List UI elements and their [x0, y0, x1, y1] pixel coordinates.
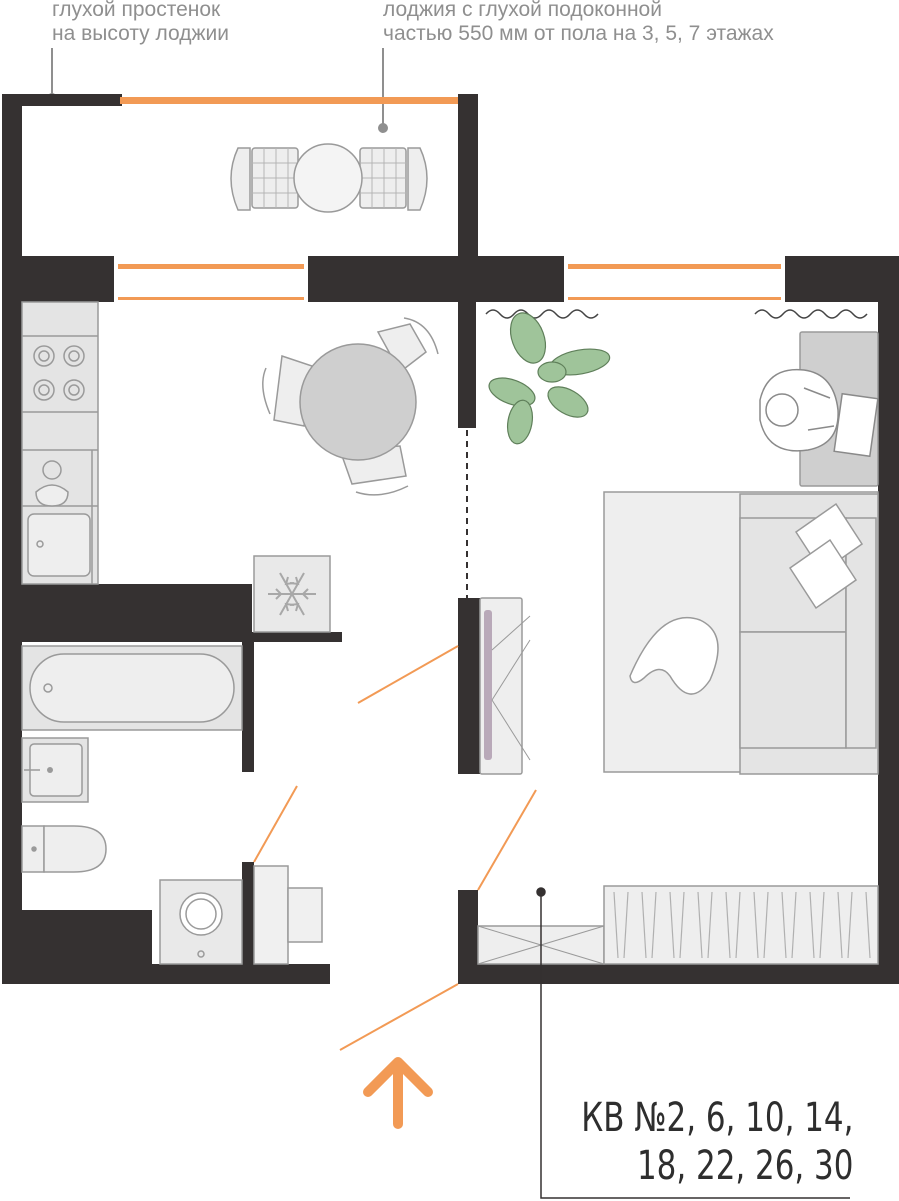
curtains	[485, 309, 868, 319]
stove-burners	[33, 345, 85, 401]
desk-area	[759, 331, 879, 487]
washing-machine	[159, 879, 243, 965]
toilet	[21, 825, 107, 873]
loggia	[2, 94, 478, 264]
plant-icon	[488, 312, 611, 445]
apartment-numbers: КВ №2, 6, 10, 14, 18, 22, 26, 30	[581, 1094, 853, 1190]
loggia-furniture	[230, 143, 428, 213]
hall-cabinet	[253, 865, 323, 965]
bed	[603, 491, 879, 775]
bathtub	[21, 645, 243, 731]
loggia-note: лоджия с глухой подоконной частью 550 мм…	[383, 0, 774, 46]
blind-pier-note-line2: на высоту лоджии	[52, 22, 229, 45]
loggia-note-line1: лоджия с глухой подоконной	[383, 0, 662, 21]
entrance-arrow-icon	[363, 1057, 433, 1129]
windows	[114, 262, 785, 302]
door-swings	[253, 645, 537, 1051]
hallway-storage	[477, 885, 879, 965]
apartment-numbers-line1: КВ №2, 6, 10, 14,	[580, 1095, 853, 1141]
outer-walls	[2, 256, 899, 984]
fridge	[253, 555, 331, 633]
loggia-note-line2: частью 550 мм от пола на 3, 5, 7 этажах	[383, 22, 774, 45]
loggia-glazing	[120, 97, 458, 104]
apartment-numbers-line2: 18, 22, 26, 30	[636, 1143, 853, 1189]
bathroom-sink	[21, 737, 89, 803]
dining-set	[262, 317, 439, 496]
person-at-desk-icon	[759, 368, 879, 458]
inner-walls	[20, 300, 480, 970]
note-leaders	[47, 48, 388, 133]
blind-pier-note: глухой простенок на высоту лоджии	[52, 0, 229, 46]
snowflake-icon	[268, 572, 316, 616]
kitchen-sink	[27, 460, 91, 577]
blind-pier-note-line1: глухой простенок	[52, 0, 221, 21]
apartment-leader	[536, 887, 850, 1199]
wardrobe-unit	[479, 597, 531, 775]
